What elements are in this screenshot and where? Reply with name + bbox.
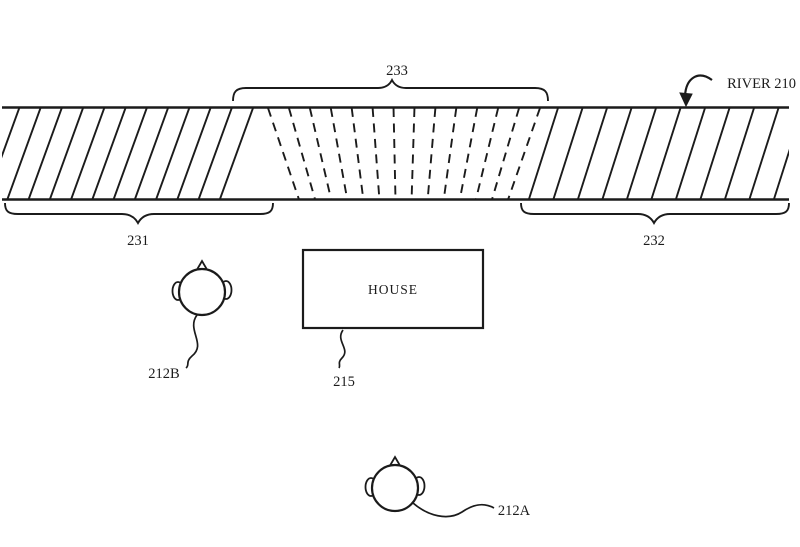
hatch-line-dashed xyxy=(507,108,541,199)
river-arrow-curve xyxy=(683,74,713,97)
hatch-line-dashed xyxy=(267,108,300,199)
region-233-label: 233 xyxy=(386,63,408,79)
hatch-line xyxy=(155,108,191,199)
hatch-line-dashed xyxy=(426,108,437,199)
river-arrow xyxy=(679,74,713,108)
hatch-line xyxy=(112,108,148,199)
hatch-line-dashed xyxy=(392,108,397,199)
house-leader-squiggle xyxy=(338,329,346,369)
brace-233 xyxy=(232,77,549,102)
region-231-label: 231 xyxy=(127,233,149,249)
brace-232 xyxy=(520,202,790,225)
hatch-line xyxy=(528,108,559,199)
hatch-line-dashed xyxy=(491,108,520,199)
hatch-line xyxy=(601,108,633,199)
brace-231 xyxy=(4,202,274,225)
hatch-line xyxy=(70,108,106,199)
hatch-line-dashed xyxy=(308,108,332,199)
person-212a: 212A xyxy=(364,455,531,519)
hatch-line xyxy=(134,108,169,199)
river-arrowhead-icon xyxy=(679,92,693,108)
hatch-line-dashed xyxy=(475,108,500,199)
hatch-line xyxy=(552,108,584,199)
hatch-line-dashed xyxy=(371,108,381,199)
hatch-line xyxy=(49,108,84,199)
region-232-label: 232 xyxy=(643,233,665,249)
hatch-line xyxy=(626,108,657,199)
river-band xyxy=(2,106,789,201)
hatch-line-dashed xyxy=(350,108,365,199)
hatch-line-dashed xyxy=(288,108,316,199)
hatch-left-region-231 xyxy=(2,108,254,199)
person-head xyxy=(370,463,420,513)
house-box xyxy=(301,248,485,330)
hatch-right-region-232 xyxy=(528,108,789,199)
river-label: RIVER 210 xyxy=(727,76,796,92)
house-label: HOUSE xyxy=(368,282,418,297)
hatch-line xyxy=(699,108,731,199)
person-leader-squiggle xyxy=(412,502,495,518)
hatch-line xyxy=(577,108,608,199)
person-212a-label: 212A xyxy=(498,503,531,519)
hatch-line xyxy=(724,108,755,199)
hatch-line xyxy=(176,108,212,199)
hatch-line xyxy=(748,108,780,199)
hatch-line xyxy=(2,108,21,159)
hatch-line xyxy=(27,108,63,199)
hatch-line-dashed xyxy=(442,108,458,199)
hatch-line xyxy=(6,108,42,199)
hatch-line-dashed xyxy=(410,108,416,199)
person-leader-squiggle xyxy=(185,314,199,369)
hatch-line-dashed xyxy=(458,108,479,199)
hatch-line xyxy=(219,108,254,199)
hatch-dashed-region-233 xyxy=(267,108,541,199)
hatch-line-dashed xyxy=(329,108,349,199)
person-head xyxy=(177,267,227,317)
person-212b: 212B xyxy=(148,259,233,382)
hatch-line xyxy=(91,108,127,199)
person-212b-label: 212B xyxy=(148,366,179,382)
hatch-line xyxy=(773,148,789,199)
hatch-line xyxy=(197,108,233,199)
house-ref-label: 215 xyxy=(333,374,355,390)
hatch-line xyxy=(675,108,706,199)
hatch-line xyxy=(650,108,682,199)
